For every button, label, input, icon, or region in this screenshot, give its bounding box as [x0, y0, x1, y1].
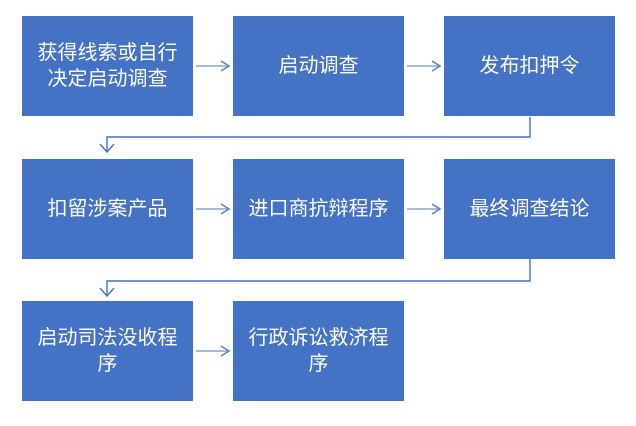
flow-step-6: 最终调查结论	[444, 159, 615, 259]
elbow-connector-step6-step7-head-icon	[99, 287, 115, 298]
flow-step-2-label: 启动调查	[278, 55, 359, 77]
elbow-connector-step6-step7	[106, 259, 531, 295]
flow-step-8: 行政诉讼救济程 序	[233, 301, 404, 401]
flow-step-7-label: 启动司法没收程	[37, 327, 178, 349]
flow-step-7: 启动司法没收程 序	[22, 301, 193, 401]
flow-step-3-label: 发布扣押令	[479, 55, 580, 77]
arrow-step7-step8-head-icon	[220, 345, 231, 357]
flow-step-3: 发布扣押令	[444, 16, 615, 116]
flow-step-5-label: 进口商抗辩程序	[248, 198, 389, 220]
flow-step-8-label-line2: 序	[308, 353, 329, 375]
flow-step-1: 获得线索或自行 决定启动调查	[22, 16, 193, 116]
flow-step-4-label: 扣留涉案产品	[47, 198, 168, 220]
flow-step-2: 启动调查	[233, 16, 404, 116]
arrow-step5-step6-head-icon	[431, 203, 442, 215]
flow-step-5: 进口商抗辩程序	[233, 159, 404, 259]
flow-step-1-label: 获得线索或自行	[37, 42, 178, 64]
elbow-connector-step3-step4	[106, 117, 531, 151]
flow-step-7-label-line2: 序	[97, 353, 118, 375]
arrow-step1-step2-head-icon	[220, 60, 231, 72]
elbow-connector-step3-step4-head-icon	[99, 143, 115, 154]
flow-step-8-label: 行政诉讼救济程	[248, 327, 389, 349]
arrow-step2-step3-head-icon	[431, 60, 442, 72]
flow-step-4: 扣留涉案产品	[22, 159, 193, 259]
flow-step-6-label: 最终调查结论	[469, 198, 590, 220]
flow-step-1-label-line2: 决定启动调查	[47, 68, 168, 90]
arrow-step4-step5-head-icon	[220, 203, 231, 215]
